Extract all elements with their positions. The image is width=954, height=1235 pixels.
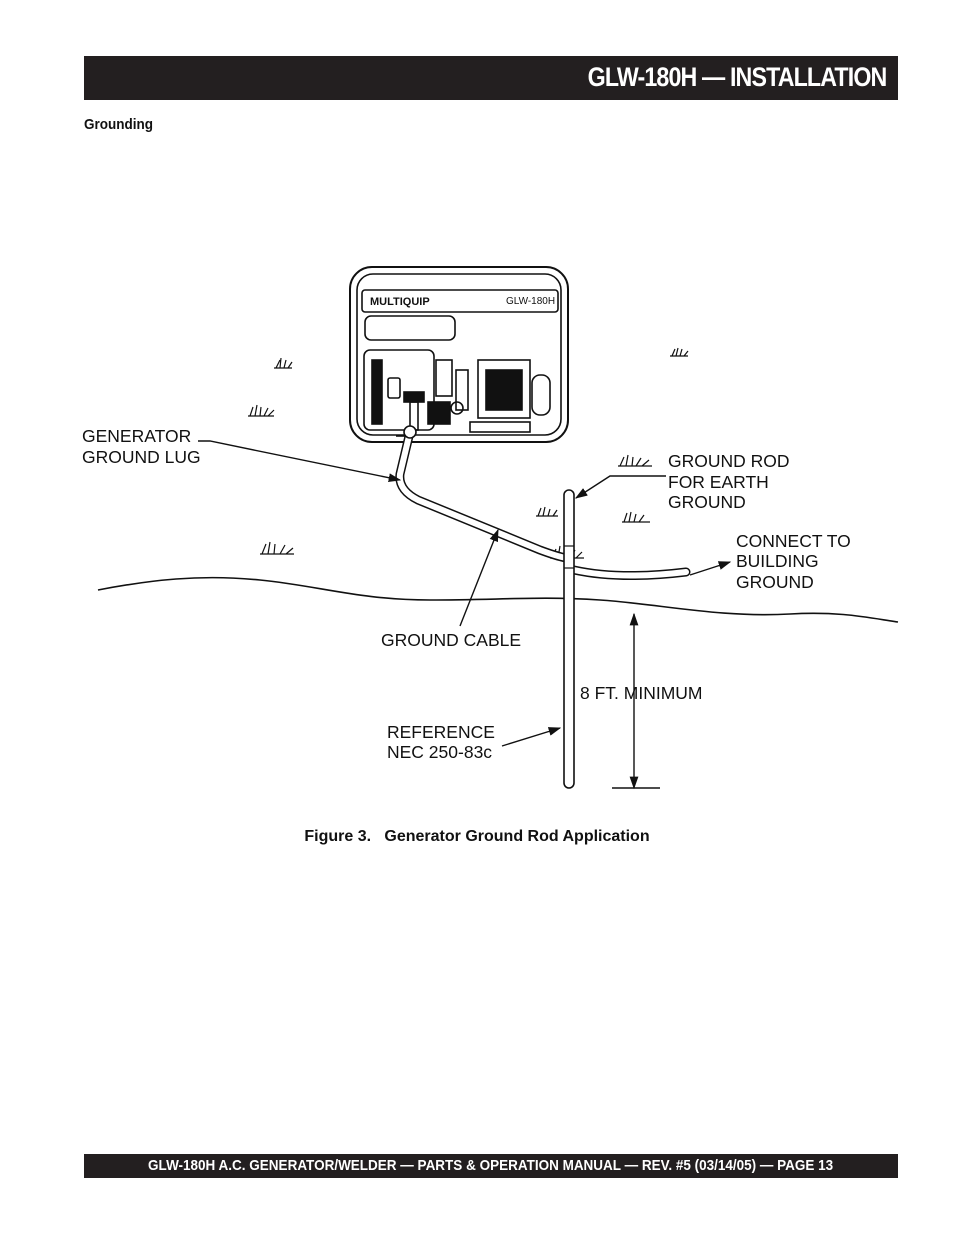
generator-illustration bbox=[349, 266, 569, 443]
connect-leader bbox=[689, 561, 732, 576]
label-connect-1: CONNECT TO bbox=[736, 531, 851, 551]
page-header: GLW-180H — INSTALLATION bbox=[84, 56, 898, 100]
figure-caption: Figure 3. Generator Ground Rod Applicati… bbox=[304, 828, 650, 845]
section-heading: Grounding bbox=[84, 116, 153, 133]
page-footer: GLW-180H A.C. GENERATOR/WELDER — PARTS &… bbox=[84, 1154, 898, 1178]
ground-rod-leader bbox=[574, 475, 666, 499]
label-connect-2: BUILDING bbox=[736, 551, 819, 571]
ground-rod-diagram: MULTIQUIP GLW-180H GENERATO bbox=[82, 266, 899, 790]
label-connect-3: GROUND bbox=[736, 572, 814, 592]
footer-text: GLW-180H A.C. GENERATOR/WELDER — PARTS &… bbox=[148, 1157, 834, 1174]
label-minimum-depth: 8 FT. MINIMUM bbox=[580, 683, 703, 703]
label-generator-lug-2: GROUND LUG bbox=[82, 447, 201, 467]
ground-rod bbox=[563, 489, 575, 789]
ground-cable bbox=[395, 427, 571, 563]
page-title: GLW-180H — INSTALLATION bbox=[587, 62, 887, 92]
ground-cable-leader bbox=[459, 528, 499, 627]
label-ground-rod-1: GROUND ROD bbox=[668, 451, 790, 471]
model-label: GLW-180H bbox=[506, 296, 555, 307]
reference-leader bbox=[501, 727, 562, 747]
label-reference-1: REFERENCE bbox=[387, 722, 495, 742]
label-reference-2: NEC 250-83c bbox=[387, 742, 492, 762]
generator-lug-leader bbox=[198, 440, 402, 483]
grass-tufts bbox=[248, 347, 689, 559]
ground-surface-line bbox=[97, 576, 899, 623]
label-ground-cable: GROUND CABLE bbox=[381, 630, 521, 650]
label-generator-lug-1: GENERATOR bbox=[82, 426, 191, 446]
depth-dimension bbox=[612, 612, 660, 790]
label-ground-rod-2: FOR EARTH bbox=[668, 472, 769, 492]
label-ground-rod-3: GROUND bbox=[668, 492, 746, 512]
brand-logo: MULTIQUIP bbox=[370, 296, 430, 308]
